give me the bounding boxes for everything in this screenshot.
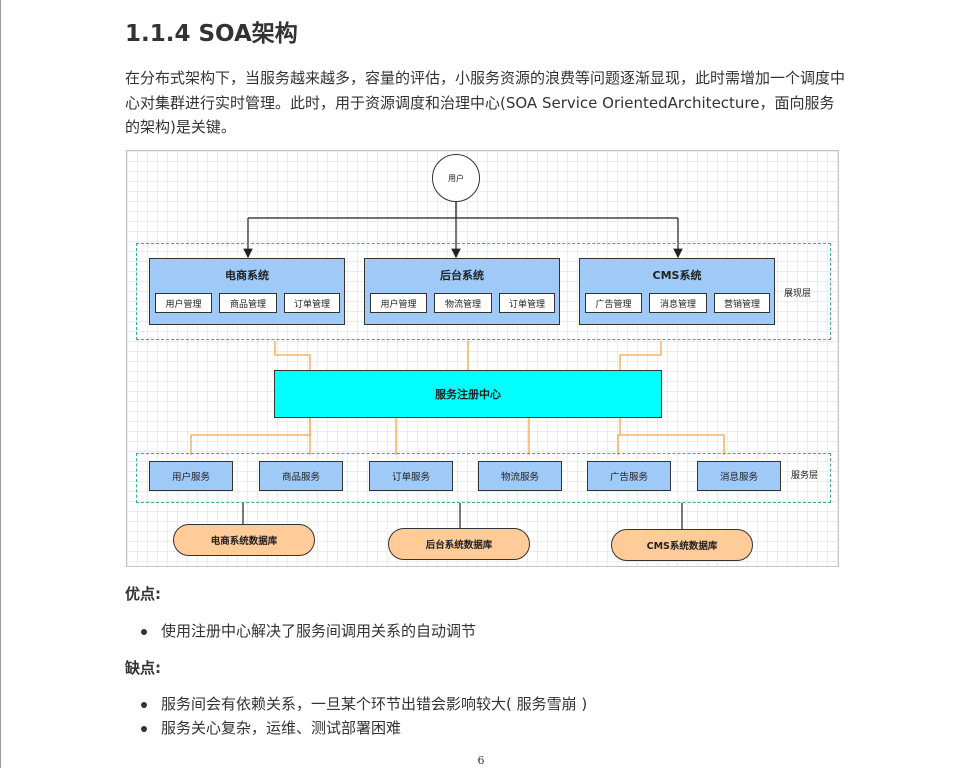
module-product-mgmt: 商品管理 (219, 293, 277, 313)
module-order-mgmt: 订单管理 (284, 293, 340, 313)
module-logistics-mgmt: 物流管理 (434, 293, 492, 313)
cons-heading: 缺点: (125, 659, 161, 677)
list-item: 服务关心复杂，运维、测试部署困难 (125, 716, 587, 740)
db-cms: CMS系统数据库 (611, 529, 753, 561)
pros-heading: 优点: (125, 585, 161, 603)
module-message-mgmt: 消息管理 (649, 293, 707, 313)
list-item: 服务间会有依赖关系，一旦某个环节出错会影响较大( 服务雪崩 ) (125, 692, 587, 716)
service-order: 订单服务 (369, 461, 453, 491)
service-layer-region (136, 453, 831, 503)
system-title: CMS系统 (652, 269, 702, 282)
cms-system: CMS系统 广告管理 消息管理 营销管理 (579, 258, 775, 325)
page-number: 6 (477, 754, 485, 767)
backend-system: 后台系统 用户管理 物流管理 订单管理 (364, 258, 560, 325)
module-user-mgmt: 用户管理 (370, 293, 427, 313)
system-title: 电商系统 (225, 269, 269, 282)
module-order-mgmt: 订单管理 (499, 293, 555, 313)
pros-list: 使用注册中心解决了服务间调用关系的自动调节 (125, 619, 476, 643)
db-backend: 后台系统数据库 (388, 528, 530, 560)
module-ad-mgmt: 广告管理 (585, 293, 642, 313)
service-product: 商品服务 (259, 461, 343, 491)
db-ecommerce: 电商系统数据库 (173, 524, 315, 556)
ecommerce-system: 电商系统 用户管理 商品管理 订单管理 (149, 258, 345, 325)
page-left-border (0, 0, 1, 768)
service-ad: 广告服务 (587, 461, 671, 491)
soa-architecture-diagram: 用户 展现层 电商系统 用户管理 商品管理 订单管理 后台系统 用户管理 物流管… (126, 150, 839, 567)
service-user: 用户服务 (149, 461, 233, 491)
service-message: 消息服务 (697, 461, 781, 491)
service-to-db-lines (242, 503, 683, 530)
cons-list: 服务间会有依赖关系，一旦某个环节出错会影响较大( 服务雪崩 ) 服务关心复杂，运… (125, 692, 587, 740)
intro-paragraph: 在分布式架构下，当服务越来越多，容量的评估，小服务资源的浪费等问题逐渐显现，此时… (125, 69, 846, 136)
service-logistics: 物流服务 (478, 461, 562, 491)
diagram-connectors (190, 202, 725, 530)
module-marketing-mgmt: 营销管理 (714, 293, 770, 313)
service-layer-label: 服务层 (791, 471, 819, 481)
list-item: 使用注册中心解决了服务间调用关系的自动调节 (125, 619, 476, 643)
service-registry: 服务注册中心 (274, 370, 662, 418)
module-user-mgmt: 用户管理 (155, 293, 212, 313)
user-node: 用户 (432, 154, 480, 202)
system-title: 后台系统 (440, 269, 484, 282)
presentation-layer-region (136, 243, 831, 340)
registry-to-services-lines (190, 418, 725, 455)
presentation-to-registry-lines (274, 341, 662, 370)
presentation-layer-label: 展现层 (784, 289, 812, 299)
section-heading: 1.1.4 SOA架构 (125, 21, 298, 47)
